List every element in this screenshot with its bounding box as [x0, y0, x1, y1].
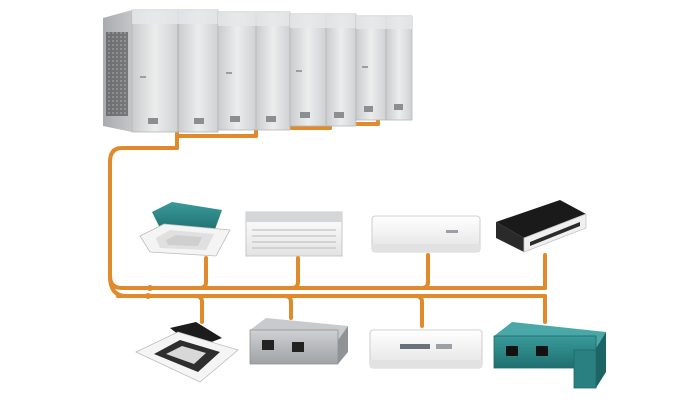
- pipe-joint: [147, 285, 153, 291]
- pipe-branch-top-1: [198, 256, 208, 290]
- one-way-cassette-unit: [496, 200, 587, 253]
- pipe-branch-bot-1: [194, 294, 204, 324]
- outdoor-unit-4: [355, 15, 413, 121]
- pipe-branch-bot-3: [414, 294, 424, 328]
- ceiling-floor-unit: [245, 211, 343, 257]
- outdoor-unit-2: [217, 11, 291, 131]
- outdoor-unit-group: [103, 9, 413, 133]
- pipe-branch-top-2: [290, 256, 300, 290]
- pipe-feeder-top: [108, 116, 380, 290]
- refrigerant-piping: [108, 110, 547, 328]
- pipe-left-loop: [108, 274, 128, 298]
- outdoor-unit-1: [103, 9, 219, 133]
- outdoor-unit-3: [289, 13, 357, 127]
- wall-split-unit-display: [369, 329, 483, 369]
- duct-unit-grey: [249, 318, 348, 365]
- duct-unit-teal: [493, 322, 606, 389]
- pipe-joint: [145, 293, 151, 299]
- four-way-cassette-unit: [135, 322, 239, 383]
- pipe-branch-top-3: [420, 253, 430, 290]
- cassette-unit-teal: [139, 202, 231, 257]
- wall-split-unit: [371, 215, 481, 253]
- pipe-branch-bot-2: [283, 294, 293, 320]
